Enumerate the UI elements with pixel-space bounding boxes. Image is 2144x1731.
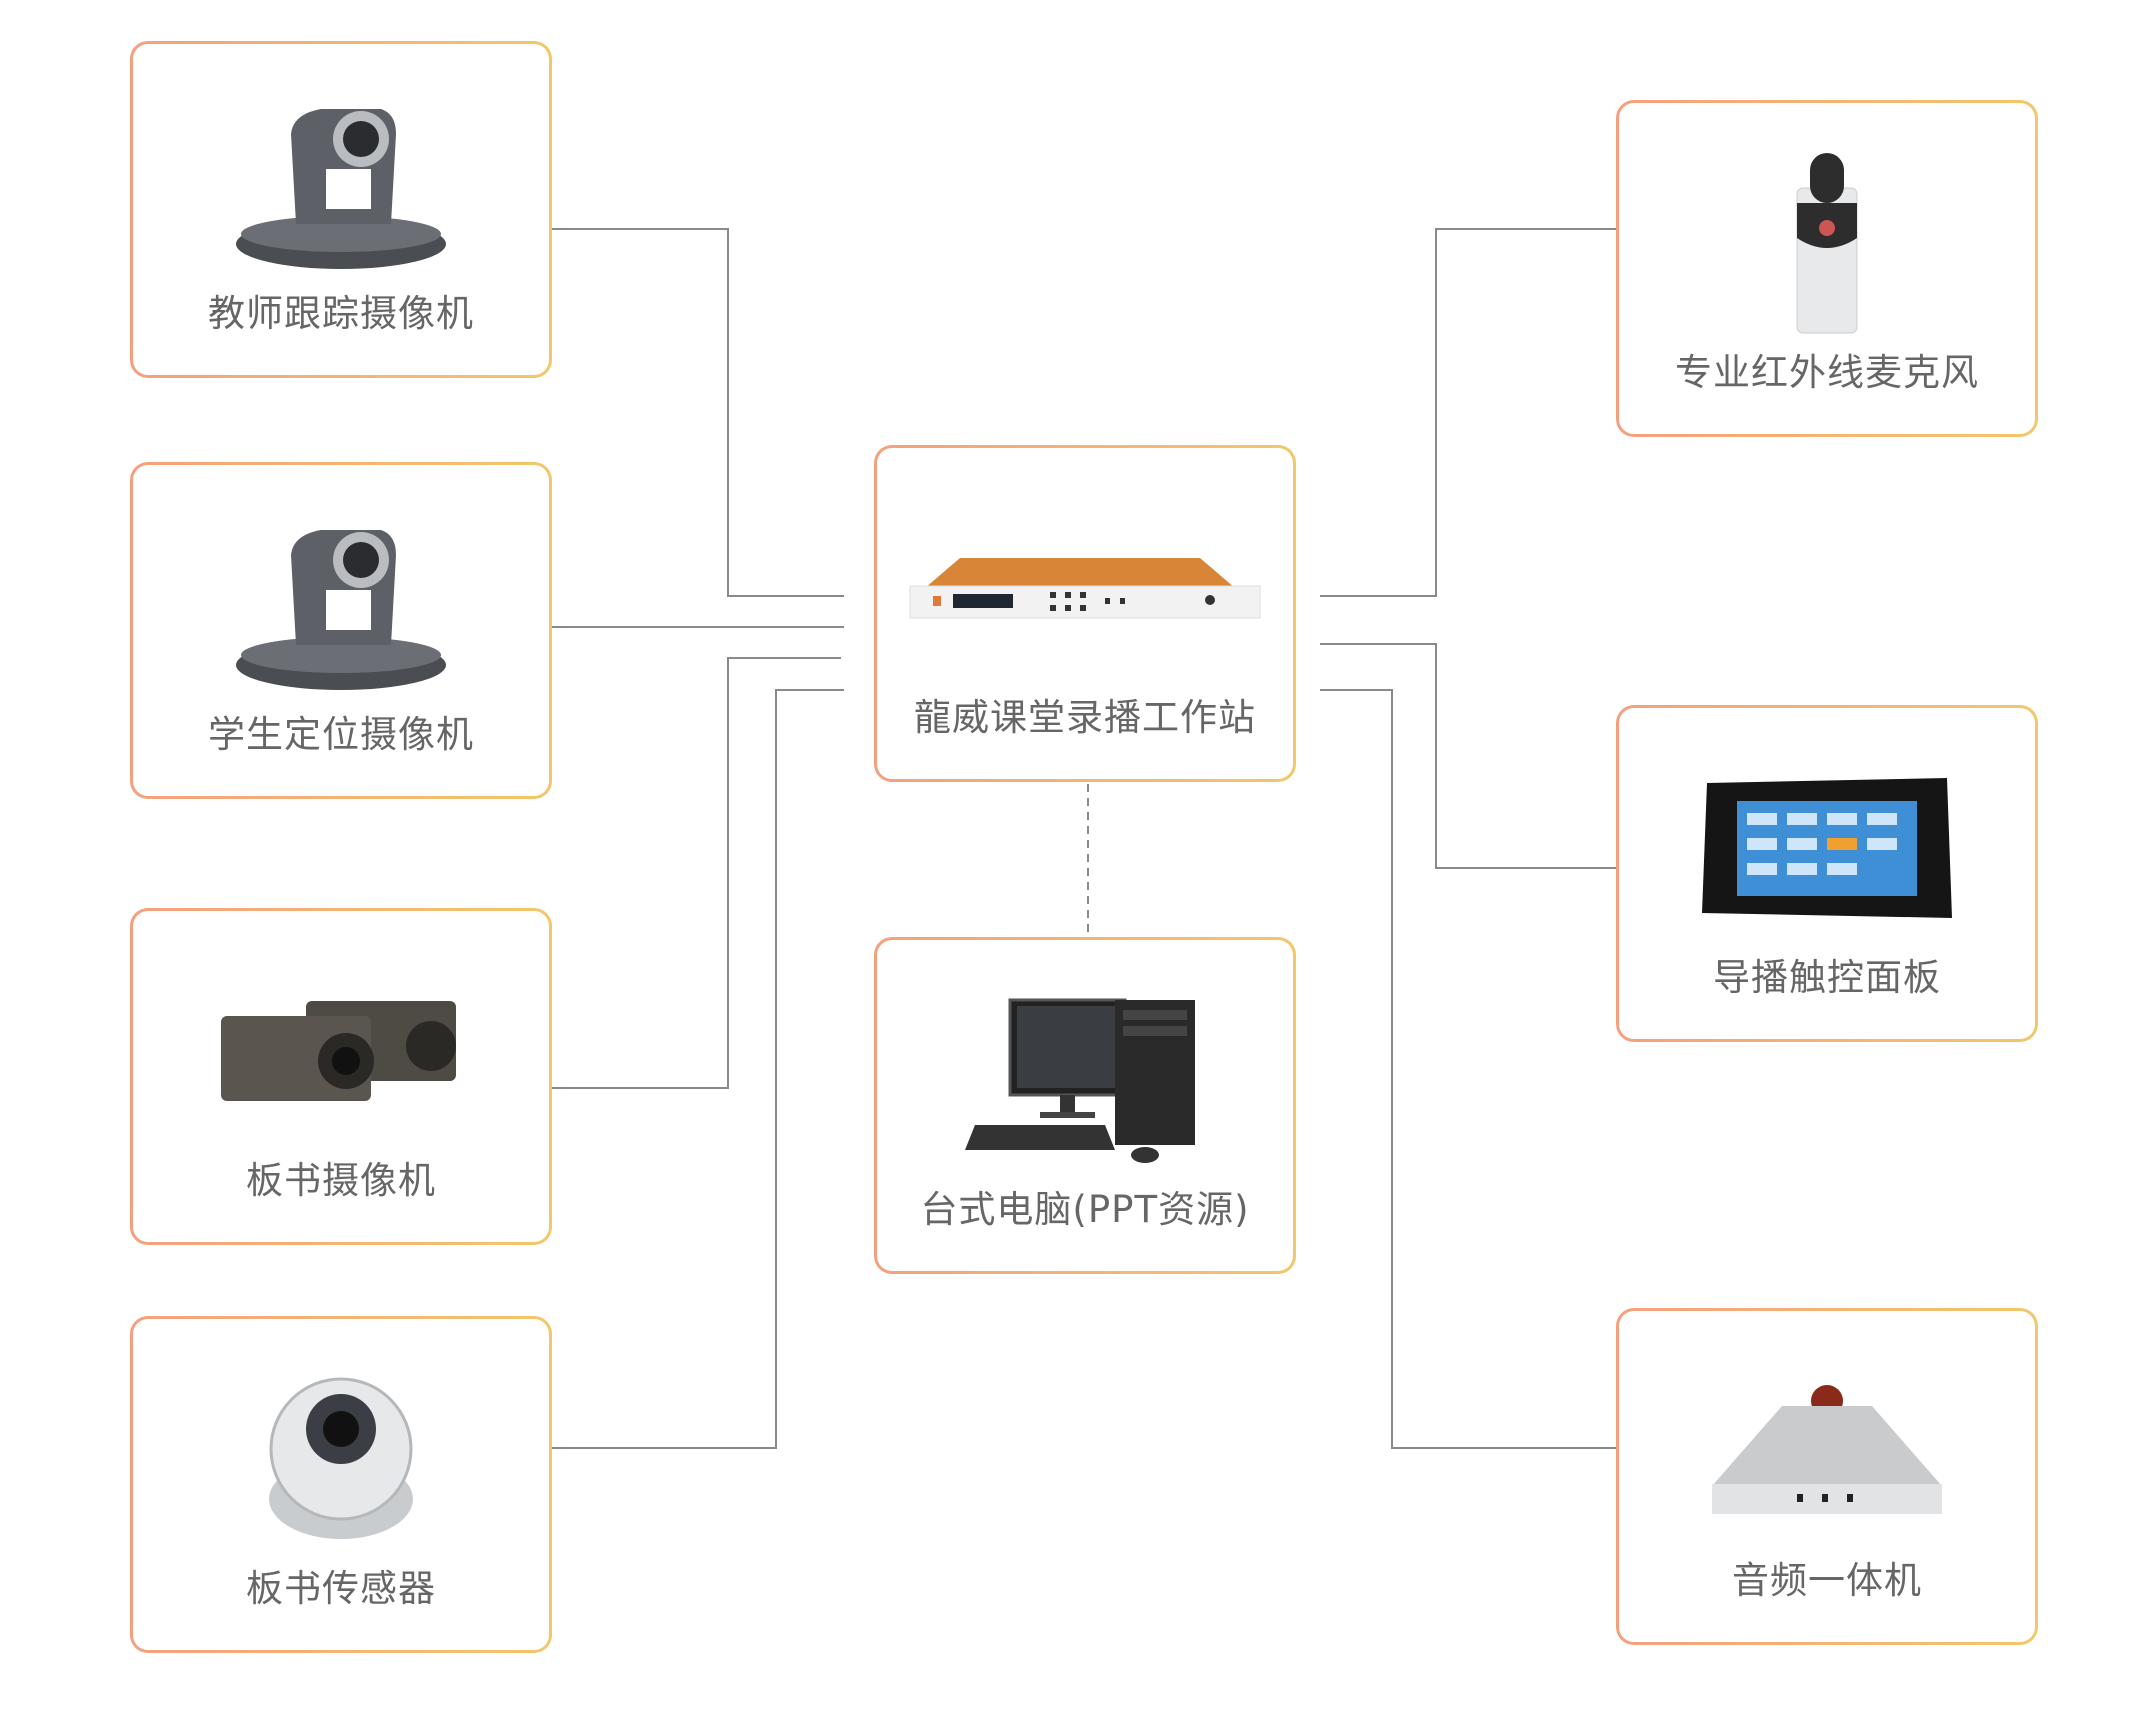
line-board-camera bbox=[552, 657, 841, 1089]
device-label: 音频一体机 bbox=[1732, 1559, 1922, 1602]
device-card-desktop-pc: 台式电脑(PPT资源) bbox=[874, 937, 1296, 1274]
device-label: 导播触控面板 bbox=[1713, 956, 1941, 999]
device-label: 板书传感器 bbox=[246, 1567, 436, 1610]
line-touch-panel bbox=[1320, 643, 1616, 869]
device-label: 专业红外线麦克风 bbox=[1675, 351, 1979, 394]
ptz-camera-icon bbox=[133, 84, 549, 284]
device-card-microphone: 专业红外线麦克风 bbox=[1616, 100, 2038, 437]
touch-panel-icon bbox=[1619, 748, 2035, 948]
device-card-audio-unit: 音频一体机 bbox=[1616, 1308, 2038, 1645]
device-label: 学生定位摄像机 bbox=[208, 713, 474, 756]
device-label: 龍威课堂录播工作站 bbox=[914, 696, 1256, 739]
desktop-computer-icon bbox=[877, 980, 1293, 1180]
device-card-student-camera: 学生定位摄像机 bbox=[130, 462, 552, 799]
dome-camera-icon bbox=[133, 1359, 549, 1559]
microphone-icon bbox=[1619, 143, 2035, 343]
recording-server-icon bbox=[877, 488, 1293, 688]
device-label: 台式电脑(PPT资源) bbox=[920, 1188, 1250, 1231]
device-card-board-camera: 板书摄像机 bbox=[130, 908, 552, 1245]
device-card-teacher-camera: 教师跟踪摄像机 bbox=[130, 41, 552, 378]
line-audio-unit bbox=[1320, 689, 1616, 1449]
line-teacher-camera bbox=[552, 228, 844, 597]
line-board-sensor bbox=[552, 689, 844, 1449]
device-card-recording-station: 龍威课堂录播工作站 bbox=[874, 445, 1296, 782]
box-camera-icon bbox=[133, 951, 549, 1151]
device-card-board-sensor: 板书传感器 bbox=[130, 1316, 552, 1653]
line-microphone bbox=[1320, 228, 1616, 597]
device-label: 教师跟踪摄像机 bbox=[208, 292, 474, 335]
ptz-camera-icon bbox=[133, 505, 549, 705]
device-card-touch-panel: 导播触控面板 bbox=[1616, 705, 2038, 1042]
device-label: 板书摄像机 bbox=[246, 1159, 436, 1202]
audio-unit-icon bbox=[1619, 1351, 2035, 1551]
